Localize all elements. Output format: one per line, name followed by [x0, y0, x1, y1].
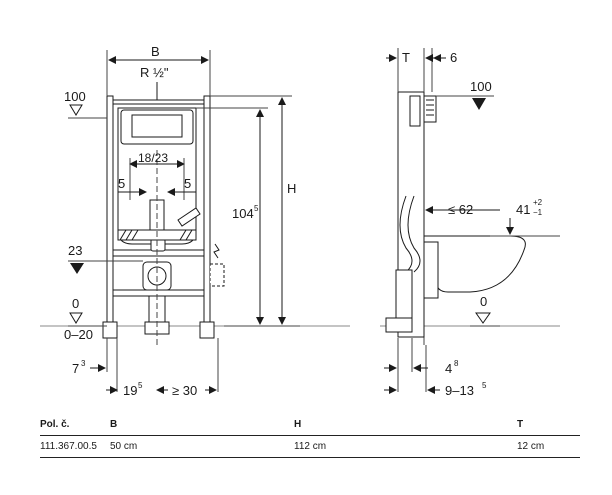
ref-23: 23: [68, 243, 82, 258]
label-T: T: [402, 50, 410, 65]
ref-100-side: 100: [470, 79, 492, 94]
spec-table: Pol. č. B H T 111.367.00.5 50 cm 112 cm …: [40, 417, 580, 458]
dim-le62: ≤ 62: [448, 202, 473, 217]
ref-0-front: 0: [72, 296, 79, 311]
span-18-23: 18/23: [138, 151, 168, 165]
dim-7: 7: [72, 361, 79, 376]
header-H: H: [294, 417, 517, 436]
dim-41: 41: [516, 202, 530, 217]
ref-0-20: 0–20: [64, 327, 93, 342]
label-B: B: [151, 44, 160, 59]
front-view: [40, 50, 350, 394]
dim-9-13-sup: 5: [482, 381, 487, 390]
dim-41-minus: −1: [533, 208, 543, 217]
label-R: R ½": [140, 65, 169, 80]
dim-4-sup: 8: [454, 359, 459, 368]
level-markers-side: [472, 98, 491, 324]
header-B: B: [110, 417, 294, 436]
level-markers-front: [69, 104, 84, 324]
dim-7-sup: 3: [81, 359, 86, 368]
cell-H: 112 cm: [294, 435, 517, 458]
cell-T: 12 cm: [517, 435, 580, 458]
header-T: T: [517, 417, 580, 436]
table-row: 111.367.00.5 50 cm 112 cm 12 cm: [40, 435, 580, 458]
label-H: H: [287, 181, 296, 196]
offset-5-right: 5: [184, 176, 191, 191]
installation-drawing: B R ½" 100 18/23 5 5 H 23 0 0–20 7 19 ≥ …: [40, 44, 560, 398]
spec-header-row: Pol. č. B H T: [40, 417, 580, 436]
dim-6: 6: [450, 50, 457, 65]
ref-0-side: 0: [480, 294, 487, 309]
header-pol: Pol. č.: [40, 417, 110, 436]
offset-5-left: 5: [118, 176, 125, 191]
cell-pol: 111.367.00.5: [40, 435, 110, 458]
height-104: 104: [232, 206, 254, 221]
ref-100-front: 100: [64, 89, 86, 104]
dim-41-plus: +2: [533, 198, 543, 207]
side-view: [380, 48, 560, 394]
dim-19: 19: [123, 383, 137, 398]
dim-4: 4: [445, 361, 452, 376]
dim-19-sup: 5: [138, 381, 143, 390]
cell-B: 50 cm: [110, 435, 294, 458]
height-104-sup: 5: [254, 204, 259, 213]
dim-ge30: ≥ 30: [172, 383, 197, 398]
dim-9-13: 9–13: [445, 383, 474, 398]
